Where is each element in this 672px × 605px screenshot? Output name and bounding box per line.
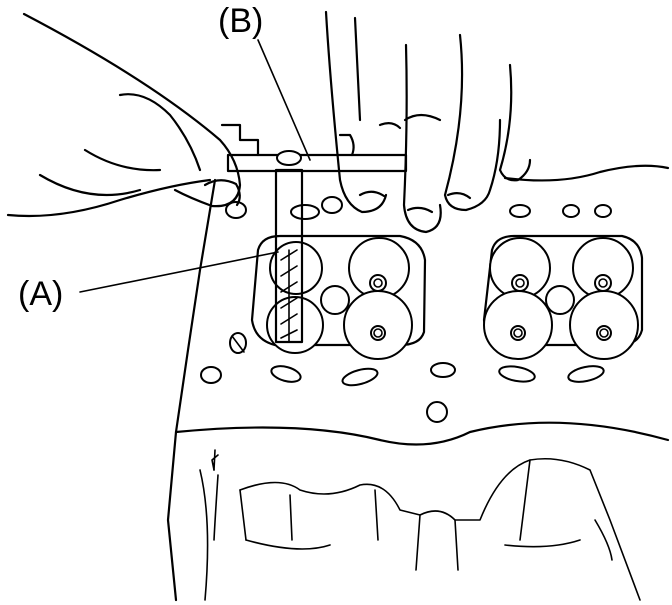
- right-hand: [324, 10, 532, 234]
- leader-line-a: [79, 251, 279, 293]
- leader-line-b: [257, 39, 311, 161]
- combustion-chamber-right: [482, 234, 644, 360]
- callout-label-a: (A): [18, 275, 63, 313]
- deck-ports: [200, 196, 612, 423]
- combustion-chamber-left: [250, 234, 427, 360]
- reamer-tool: [220, 123, 408, 344]
- callout-label-b: (B): [218, 2, 263, 40]
- t-handle-bar: [226, 153, 408, 173]
- callout-b: (B): [218, 2, 311, 161]
- cylinder-head: [166, 164, 670, 602]
- left-hand: [6, 12, 242, 218]
- callout-a: (A): [18, 251, 279, 313]
